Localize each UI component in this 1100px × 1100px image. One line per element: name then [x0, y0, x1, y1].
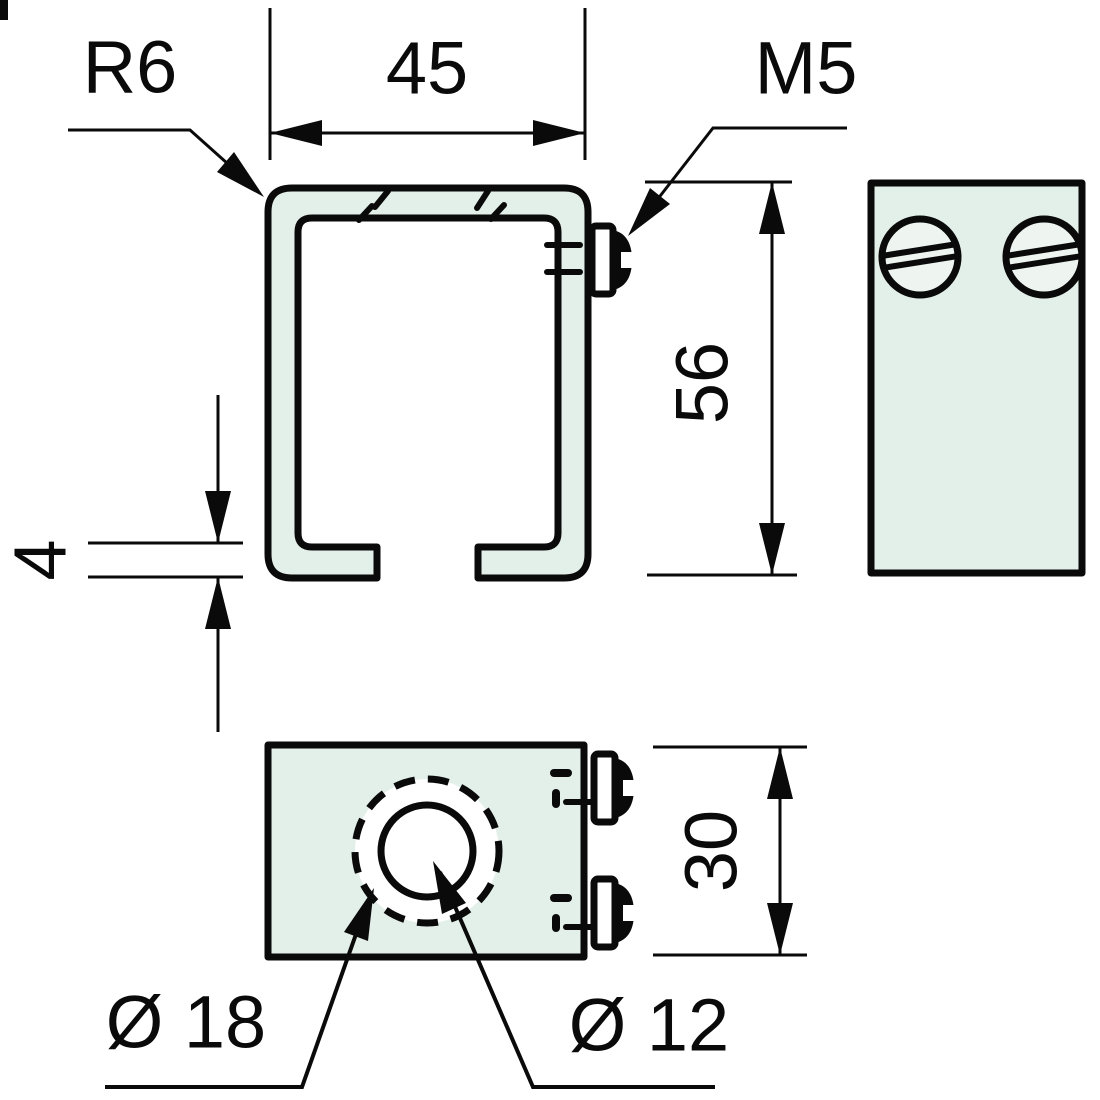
corner-artifact-mark — [0, 0, 8, 20]
bottom-view-flange — [264, 741, 638, 961]
hidden-thread-dashes — [550, 769, 595, 932]
slotted-screw-head-icon — [878, 215, 962, 299]
thread-label: M5 — [755, 27, 858, 110]
label-radius-r6: R6 — [68, 26, 264, 197]
break-tick-icon — [356, 203, 375, 223]
label-hole-12: Ø 12 — [433, 861, 729, 1089]
dim-height-label: 56 — [661, 342, 744, 424]
front-view-c-profile — [264, 184, 636, 582]
dim-depth-30: 30 — [653, 745, 807, 957]
dim-height-56: 56 — [645, 180, 797, 577]
label-hole-18: Ø 18 — [105, 888, 374, 1089]
screw-side-profile-icon — [588, 222, 636, 298]
hole-outer-label: Ø 18 — [106, 981, 266, 1064]
dim-thickness-4: 4 — [0, 395, 243, 732]
dim-width-45: 45 — [268, 8, 587, 160]
slotted-screw-head-icon — [1002, 215, 1086, 299]
hole-inner-label: Ø 12 — [569, 984, 729, 1067]
break-tick-icon — [372, 188, 391, 210]
label-thread-m5: M5 — [628, 27, 858, 236]
break-tick-icon — [488, 202, 507, 222]
dim-depth-label: 30 — [670, 810, 753, 892]
hole-12-circle — [377, 801, 477, 901]
radius-label: R6 — [83, 26, 178, 109]
dim-thickness-label: 4 — [0, 539, 82, 580]
side-view-panel — [867, 179, 1086, 577]
c-profile-body — [264, 184, 592, 582]
screw-side-profile-icon — [590, 875, 638, 951]
dim-width-label: 45 — [386, 27, 468, 110]
break-tick-icon — [474, 188, 491, 211]
screw-side-profile-icon — [590, 750, 638, 826]
